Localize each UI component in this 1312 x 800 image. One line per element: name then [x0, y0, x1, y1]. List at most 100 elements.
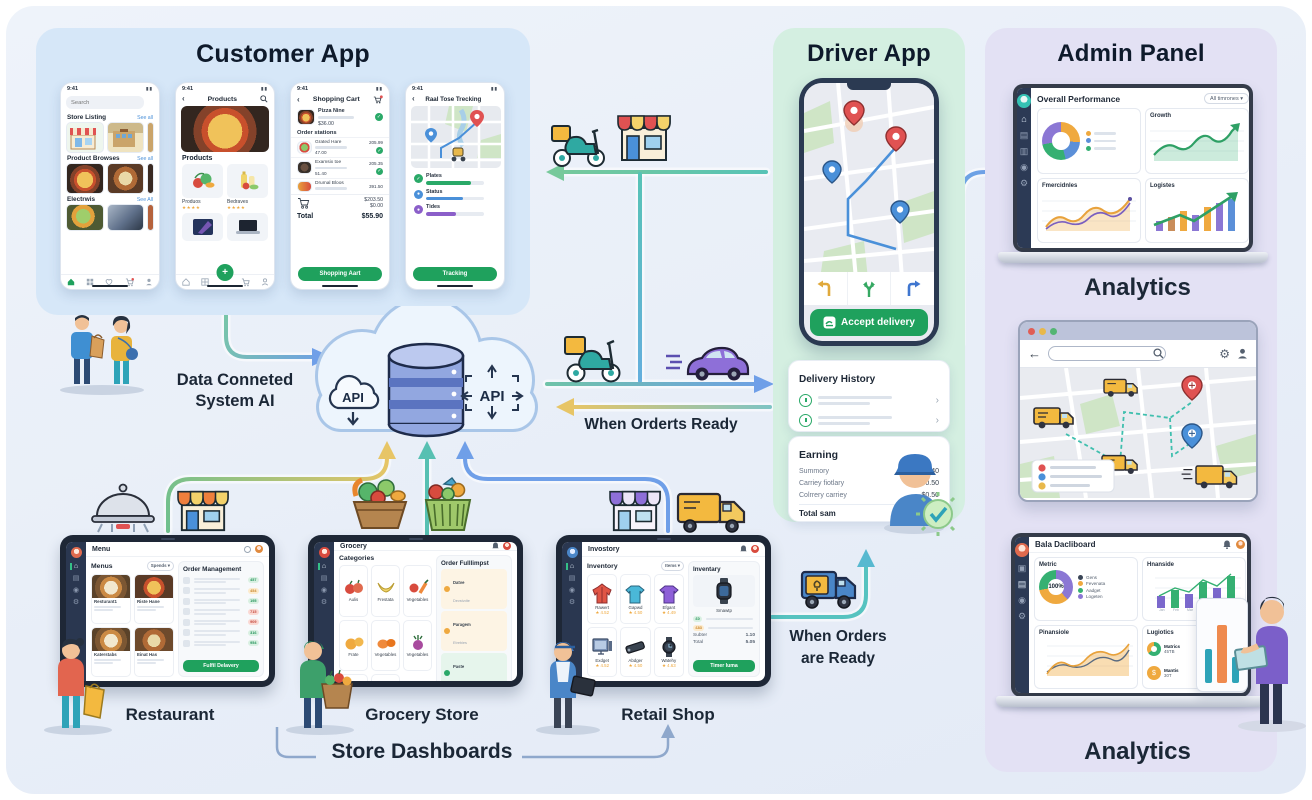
sidebar-dashboard-icon[interactable]: ▣ — [1017, 563, 1027, 573]
bell-icon[interactable] — [740, 545, 747, 553]
store-thumb-shop[interactable] — [66, 122, 104, 153]
see-all-link[interactable]: See all — [137, 115, 153, 121]
sidebar-home-icon[interactable]: ⌂ — [317, 563, 326, 570]
back-arrow-icon[interactable]: ← — [1028, 346, 1041, 361]
product-card[interactable]: Abdger★ 4.50 — [620, 627, 651, 677]
address-search-input[interactable] — [1048, 346, 1166, 361]
sidebar-list-icon[interactable]: ▤ — [320, 575, 328, 582]
sidebar-menu-icon[interactable]: ▤ — [72, 575, 80, 582]
home-icon[interactable] — [67, 278, 75, 286]
laptop-card[interactable] — [227, 213, 268, 241]
bell-icon[interactable] — [1223, 540, 1231, 549]
category-card[interactable]: Frails — [371, 674, 400, 681]
order-row[interactable]: 316 — [183, 629, 259, 638]
see-all-link[interactable]: See All — [136, 197, 153, 203]
cart-icon[interactable] — [125, 277, 134, 287]
close-dot-icon[interactable] — [1028, 327, 1035, 335]
user-avatar[interactable] — [503, 542, 511, 550]
profile-icon[interactable] — [145, 278, 153, 286]
retail-action-button[interactable]: Timer Iuma — [693, 660, 755, 672]
home-icon[interactable] — [181, 278, 190, 286]
food-thumb[interactable] — [66, 204, 104, 231]
heart-icon[interactable] — [105, 278, 113, 286]
category-card[interactable]: Vegetables — [403, 619, 432, 672]
minimize-dot-icon[interactable] — [1039, 327, 1046, 335]
sidebar-settings-icon[interactable]: ⚙ — [568, 599, 576, 606]
pizza-hero-image[interactable] — [181, 106, 269, 152]
product-card-drinks[interactable]: Bedraves ★★★★ — [227, 164, 268, 211]
fulfillment-row[interactable]: PasteDebesarren — [441, 653, 507, 681]
timezone-dropdown[interactable]: All timrones ▾ — [1203, 93, 1249, 104]
menus-filter-dropdown[interactable]: Spends ▾ — [146, 561, 174, 571]
order-row[interactable]: 954 — [183, 639, 259, 648]
bell-icon[interactable] — [492, 542, 499, 550]
chevron-right-icon[interactable]: › — [935, 395, 939, 406]
sidebar-users-icon[interactable]: ◉ — [72, 587, 80, 594]
product-card[interactable]: Gapwd★ 4.50 — [620, 574, 651, 624]
sidebar-profile-icon[interactable]: ◉ — [1020, 162, 1028, 172]
sidebar-users-icon[interactable]: ◉ — [320, 587, 328, 594]
electronics-thumb[interactable] — [106, 204, 144, 231]
dish-card[interactable]: Katerstabs — [91, 627, 131, 677]
sidebar-home-icon[interactable]: ⌂ — [565, 563, 574, 570]
product-card[interactable]: Efgant★ 4.49 — [653, 574, 684, 624]
sidebar-users-icon[interactable]: ◉ — [1018, 595, 1026, 605]
tracking-map[interactable] — [411, 106, 501, 168]
sidebar-settings-icon[interactable]: ⚙ — [320, 599, 328, 606]
tray-thumb[interactable] — [106, 163, 144, 194]
order-row[interactable]: 454 — [183, 587, 259, 596]
maximize-dot-icon[interactable] — [1050, 327, 1057, 335]
category-card[interactable]: Vegetables — [371, 619, 400, 672]
back-icon[interactable]: ‹ — [412, 94, 415, 103]
order-row[interactable]: 909 — [183, 618, 259, 627]
user-avatar[interactable] — [751, 545, 759, 553]
profile-icon[interactable] — [261, 278, 269, 286]
sidebar-list-icon[interactable]: ▤ — [568, 575, 576, 582]
product-card[interactable]: Exdget★ 4.52 — [587, 627, 618, 677]
inventory-filter-dropdown[interactable]: Items ▾ — [661, 561, 684, 571]
dish-card[interactable]: Einat Has — [134, 627, 174, 677]
checkout-button[interactable]: Shopping Aart — [298, 267, 382, 281]
category-card[interactable]: Frestata — [371, 565, 400, 617]
product-card-veggies[interactable]: Produos ★★★★ — [182, 164, 223, 211]
category-card[interactable]: Aulis — [339, 565, 368, 617]
search-input[interactable] — [66, 96, 144, 109]
user-avatar[interactable] — [1236, 540, 1245, 549]
cart-badge-icon[interactable] — [373, 95, 383, 104]
refresh-icon[interactable] — [244, 545, 251, 553]
history-row[interactable]: › — [799, 394, 939, 407]
accept-delivery-button[interactable]: Accept delivery — [810, 309, 928, 336]
product-card[interactable]: Rawert★ 4.52 — [587, 574, 618, 624]
tracking-button[interactable]: Tracking — [413, 267, 497, 281]
sidebar-home-icon[interactable]: ⌂ — [69, 563, 78, 570]
back-icon[interactable]: ‹ — [182, 94, 185, 103]
user-icon[interactable] — [1237, 348, 1248, 359]
back-icon[interactable]: ‹ — [297, 94, 300, 104]
pizza-thumb[interactable] — [66, 163, 104, 194]
grid-icon[interactable] — [86, 278, 94, 286]
sidebar-settings-icon[interactable]: ⚙ — [72, 599, 80, 606]
sidebar-settings-icon[interactable]: ⚙ — [1019, 178, 1029, 188]
user-avatar[interactable] — [255, 545, 263, 553]
sidebar-home-icon[interactable]: ⌂ — [1021, 114, 1027, 124]
fleet-map[interactable] — [1020, 368, 1256, 498]
category-card[interactable]: Frate — [339, 619, 368, 672]
sidebar-reports-icon[interactable]: ▤ — [1017, 579, 1027, 589]
sidebar-settings-icon[interactable]: ⚙ — [1017, 611, 1027, 621]
store-thumb-building[interactable] — [106, 122, 144, 153]
dish-card[interactable]: Riste Hane — [134, 574, 174, 624]
search-icon[interactable] — [260, 95, 268, 103]
order-row[interactable]: 457 — [183, 576, 259, 585]
tablet-card[interactable] — [182, 213, 223, 241]
sidebar-orders-icon[interactable]: ▥ — [1019, 146, 1029, 156]
cart-icon[interactable] — [241, 277, 250, 287]
order-row[interactable]: 195 — [183, 597, 259, 606]
category-card[interactable]: Vegetables — [403, 565, 432, 617]
order-row[interactable]: 715 — [183, 608, 259, 617]
search-icon[interactable] — [1153, 348, 1164, 359]
driver-map[interactable] — [804, 83, 934, 279]
history-row[interactable]: › — [799, 414, 939, 427]
dish-card[interactable]: Resturant1 — [91, 574, 131, 624]
